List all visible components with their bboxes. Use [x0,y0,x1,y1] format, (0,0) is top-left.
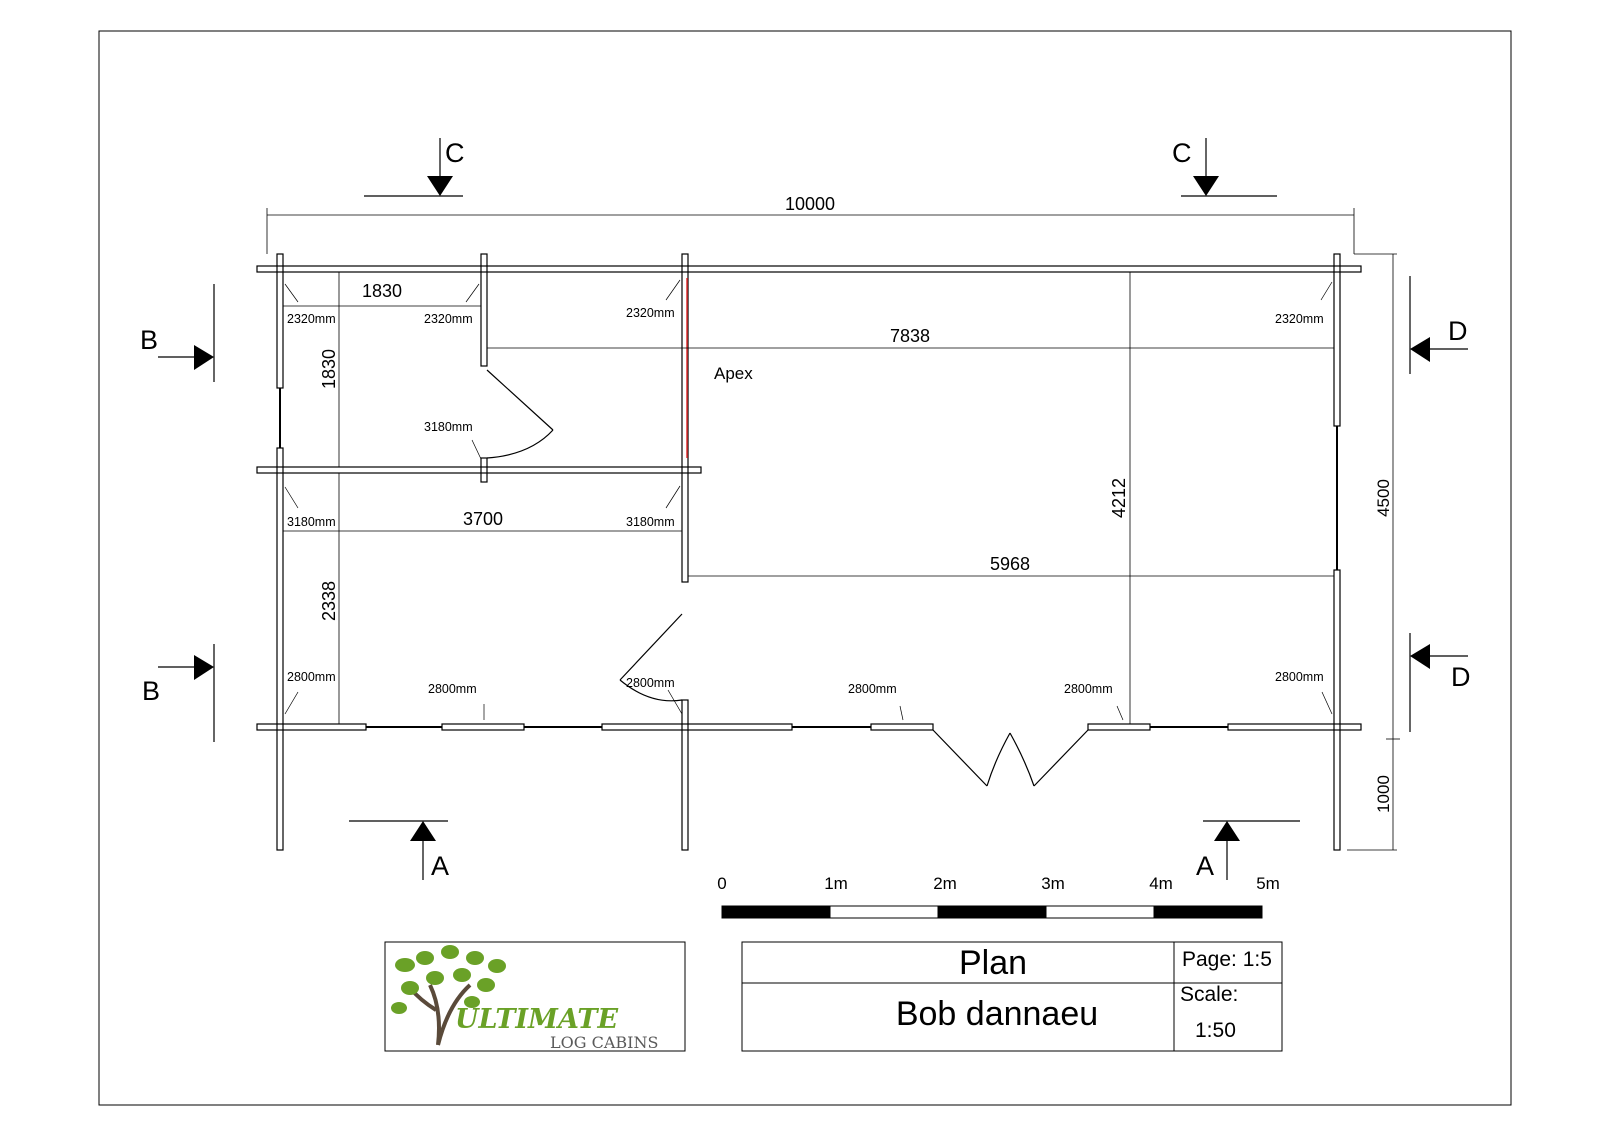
section-c-label: C [1172,138,1192,168]
height-label: 3180mm [626,515,675,529]
height-label: 3180mm [424,420,473,434]
walls [256,253,1362,851]
scale-tick-label: 1m [824,874,848,893]
scale-segment [721,905,831,919]
scale-segment [1153,905,1263,919]
scale-tick-label: 3m [1041,874,1065,893]
drawing-border [98,30,1512,1106]
logo-brand: ULTIMATE [455,1004,619,1035]
height-label: 2800mm [1064,682,1113,696]
scale-segment [937,905,1047,919]
scale-label: Scale: [1180,983,1238,1006]
dim-overall-width: 10000 [785,194,835,214]
section-d-label: D [1448,316,1468,346]
dim-main-width: 7838 [890,326,930,346]
height-label: 2800mm [626,676,675,690]
section-b-label: B [142,676,160,706]
dim-room2-width: 3700 [463,509,503,529]
height-label: 2320mm [1275,312,1324,326]
height-leaders [284,279,1333,721]
height-label: 2800mm [428,682,477,696]
scale-segment [1045,905,1155,919]
height-label: 2800mm [287,670,336,684]
page-number: Page: 1:5 [1182,948,1272,971]
height-label: 2320mm [626,306,675,320]
dimension-lines [266,208,1400,851]
dim-room2-depth: 2338 [319,581,339,621]
scale-tick-label: 5m [1256,874,1280,893]
section-a-label: A [1196,851,1214,881]
section-b-label: B [140,325,158,355]
dim-main-depth: 4212 [1109,478,1129,518]
height-label: 2320mm [424,312,473,326]
section-markers: C C B B D [140,138,1471,881]
section-marker-c-left: C [364,138,465,197]
dim-overall-depth: 4500 [1374,479,1393,517]
section-c-label: C [445,138,465,168]
doors [486,369,1089,787]
section-d-label: D [1451,662,1471,692]
height-label: 2800mm [848,682,897,696]
scale-bar: 0 1m 2m 3m 4m 5m [717,874,1280,919]
dim-room1-width: 1830 [362,281,402,301]
section-marker-d-top: D [1409,276,1468,374]
wall-height-labels: 2320mm 2320mm 2320mm 2320mm 3180mm 3180m… [287,306,1324,696]
section-marker-d-bottom: D [1409,633,1471,732]
title-block: Plan Bob dannaeu Page: 1:5 Scale: 1:50 [741,941,1283,1052]
company-logo: ULTIMATE LOG CABINS [384,941,686,1052]
dim-porch-depth: 1000 [1374,775,1393,813]
scale-tick-label: 2m [933,874,957,893]
section-marker-b-top: B [140,284,215,382]
height-label: 3180mm [287,515,336,529]
scale-tick-label: 4m [1149,874,1173,893]
client-name: Bob dannaeu [896,995,1098,1033]
scale-segment [829,905,939,919]
scale-tick-label: 0 [717,874,726,893]
height-label: 2800mm [1275,670,1324,684]
drawing-title: Plan [959,944,1027,982]
section-marker-b-bottom: B [142,644,215,742]
height-label: 2320mm [287,312,336,326]
dim-lower-main-width: 5968 [990,554,1030,574]
section-marker-a-right: A [1196,820,1300,881]
section-a-label: A [431,851,449,881]
section-marker-c-right: C [1172,138,1277,197]
dimension-labels: 10000 4500 1000 1830 1830 7838 4212 3700… [319,194,1393,813]
logo-sub: LOG CABINS [550,1033,658,1052]
scale-value: 1:50 [1195,1019,1236,1042]
apex-label: Apex [714,364,753,383]
dim-room1-depth: 1830 [319,349,339,389]
section-marker-a-left: A [349,820,449,881]
